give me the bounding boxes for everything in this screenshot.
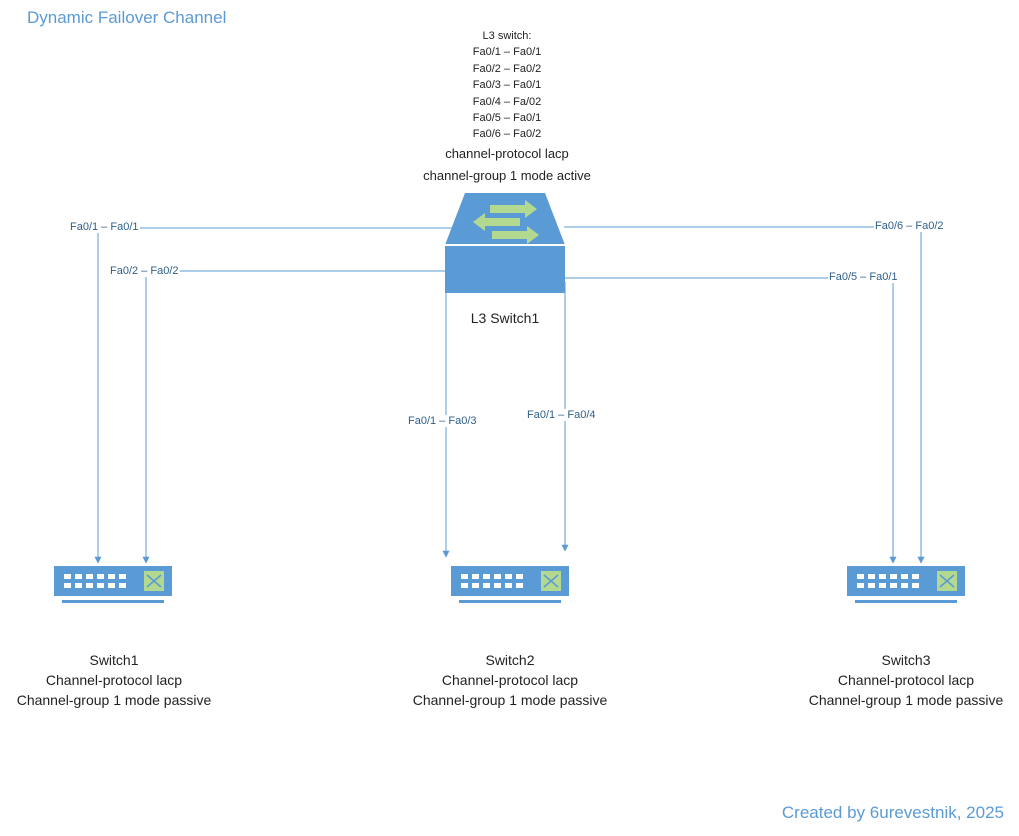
switch2-label: Switch2 Channel-protocol lacp Channel-gr… xyxy=(390,650,630,710)
l3-config-mapping: Fa0/6 – Fa0/2 xyxy=(472,128,542,141)
link-label-sw3-b: Fa0/5 – Fa0/1 xyxy=(828,271,899,283)
credit-text: Created by 6urevestnik, 2025 xyxy=(781,803,1004,822)
switch3-protocol: Channel-protocol lacp xyxy=(837,672,975,688)
switch2-icon xyxy=(451,566,569,603)
switch2-group: Channel-group 1 mode passive xyxy=(412,692,608,708)
switch2-protocol: Channel-protocol lacp xyxy=(441,672,579,688)
link-sw1-b xyxy=(142,270,446,564)
diagram-title: Dynamic Failover Channel xyxy=(27,8,227,27)
l3-config-mapping: Fa0/4 – Fa/02 xyxy=(472,95,542,108)
switch1-icon xyxy=(54,566,172,603)
switch3-group: Channel-group 1 mode passive xyxy=(808,692,1004,708)
switch3-icon xyxy=(847,566,965,603)
l3-config-protocol: channel-protocol lacp xyxy=(445,145,569,161)
switch2-name: Switch2 xyxy=(485,652,535,668)
l3-switch-name: L3 Switch1 xyxy=(470,310,540,326)
switch3-label: Switch3 Channel-protocol lacp Channel-gr… xyxy=(786,650,1019,710)
link-label-sw2-a: Fa0/1 – Fa0/3 xyxy=(407,415,478,427)
switch1-group: Channel-group 1 mode passive xyxy=(16,692,212,708)
link-sw1-a xyxy=(94,227,452,564)
l3-config-mapping: Fa0/1 – Fa0/1 xyxy=(472,46,542,59)
l3-config-group: channel-group 1 mode active xyxy=(423,167,591,183)
switch1-protocol: Channel-protocol lacp xyxy=(45,672,183,688)
link-label-sw1-a: Fa0/1 – Fa0/1 xyxy=(69,221,140,233)
l3-config-mapping: Fa0/3 – Fa0/1 xyxy=(472,79,542,92)
switch3-name: Switch3 xyxy=(881,652,931,668)
switch1-label: Switch1 Channel-protocol lacp Channel-gr… xyxy=(0,650,234,710)
link-label-sw1-b: Fa0/2 – Fa0/2 xyxy=(109,265,180,277)
l3-switch-icon xyxy=(445,193,565,293)
l3-config-mapping: Fa0/5 – Fa0/1 xyxy=(472,112,542,125)
l3-config-mapping: Fa0/2 – Fa0/2 xyxy=(472,62,542,75)
link-label-sw3-a: Fa0/6 – Fa0/2 xyxy=(874,220,945,232)
l3-config-block: L3 switch: Fa0/1 – Fa0/1 Fa0/2 – Fa0/2 F… xyxy=(407,28,607,187)
link-sw3-b xyxy=(565,277,897,564)
l3-config-heading: L3 switch: xyxy=(482,30,532,42)
link-label-sw2-b: Fa0/1 – Fa0/4 xyxy=(526,409,597,421)
switch1-name: Switch1 xyxy=(89,652,139,668)
